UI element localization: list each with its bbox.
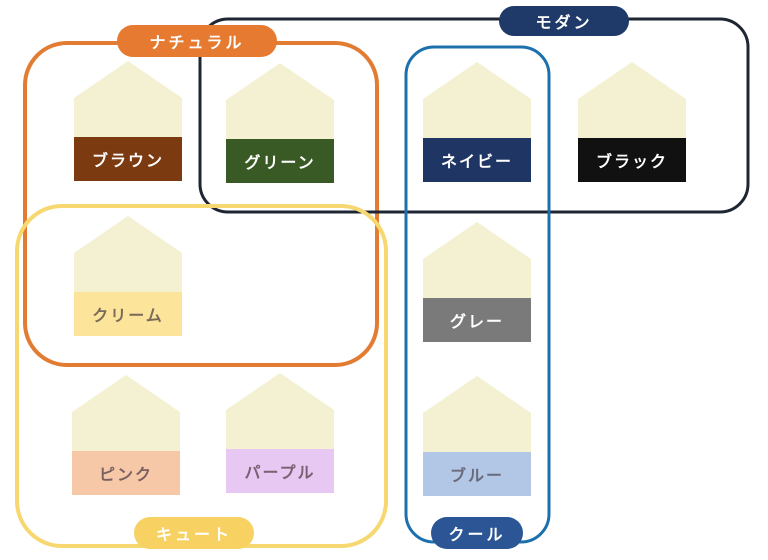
house-purple: パープル [226, 373, 334, 493]
house-roof-icon [226, 373, 334, 449]
house-brown: ブラウン [74, 61, 182, 181]
house-cream: クリーム [74, 216, 182, 336]
house-roof-icon [423, 376, 531, 452]
house-color-label: ピンク [72, 451, 180, 495]
house-color-label: パープル [226, 449, 334, 493]
house-color-label: グレー [423, 298, 531, 342]
house-blue: ブルー [423, 376, 531, 496]
modern-group-outline [198, 17, 750, 214]
house-roof-icon [72, 375, 180, 451]
house-roof-icon [74, 61, 182, 137]
house-gray: グレー [423, 222, 531, 342]
cute-group-label: キュート [134, 517, 254, 549]
house-green: グリーン [226, 63, 334, 183]
house-color-label: ネイビー [423, 138, 531, 182]
house-color-label: ブラック [578, 138, 686, 182]
house-color-label: ブルー [423, 452, 531, 496]
house-roof-icon [423, 62, 531, 138]
house-roof-icon [226, 63, 334, 139]
house-color-label: ブラウン [74, 137, 182, 181]
natural-group-label: ナチュラル [117, 25, 277, 57]
house-navy: ネイビー [423, 62, 531, 182]
house-roof-icon [74, 216, 182, 292]
house-roof-icon [423, 222, 531, 298]
house-color-label: クリーム [74, 292, 182, 336]
house-black: ブラック [578, 62, 686, 182]
house-color-label: グリーン [226, 139, 334, 183]
cool-group-label: クール [431, 517, 523, 549]
house-pink: ピンク [72, 375, 180, 495]
house-roof-icon [578, 62, 686, 138]
modern-group-label: モダン [499, 6, 629, 36]
